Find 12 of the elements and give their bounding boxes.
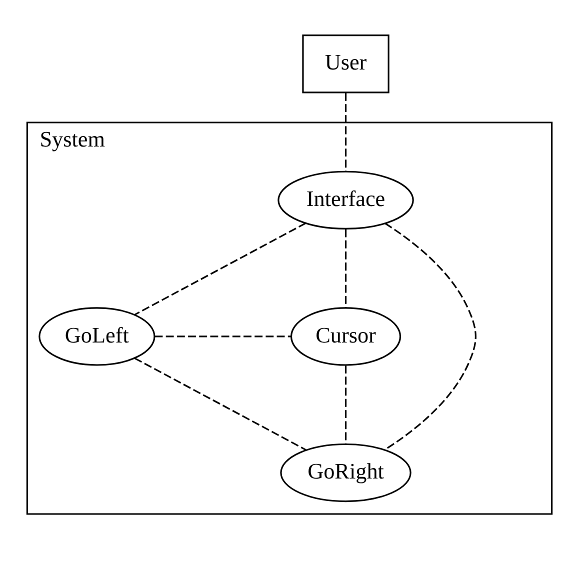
connector [134, 222, 306, 315]
connector [134, 357, 306, 450]
connector [344, 365, 347, 444]
connector [384, 222, 476, 450]
connector [344, 92, 347, 171]
node-box: User [302, 34, 390, 93]
node-ellipse: Interface [278, 170, 414, 229]
connector [344, 228, 347, 308]
node-ellipse: GoLeft [38, 306, 156, 366]
node-ellipse: Cursor [290, 306, 402, 366]
node-ellipse: GoRight [280, 442, 412, 502]
connector [154, 335, 291, 337]
